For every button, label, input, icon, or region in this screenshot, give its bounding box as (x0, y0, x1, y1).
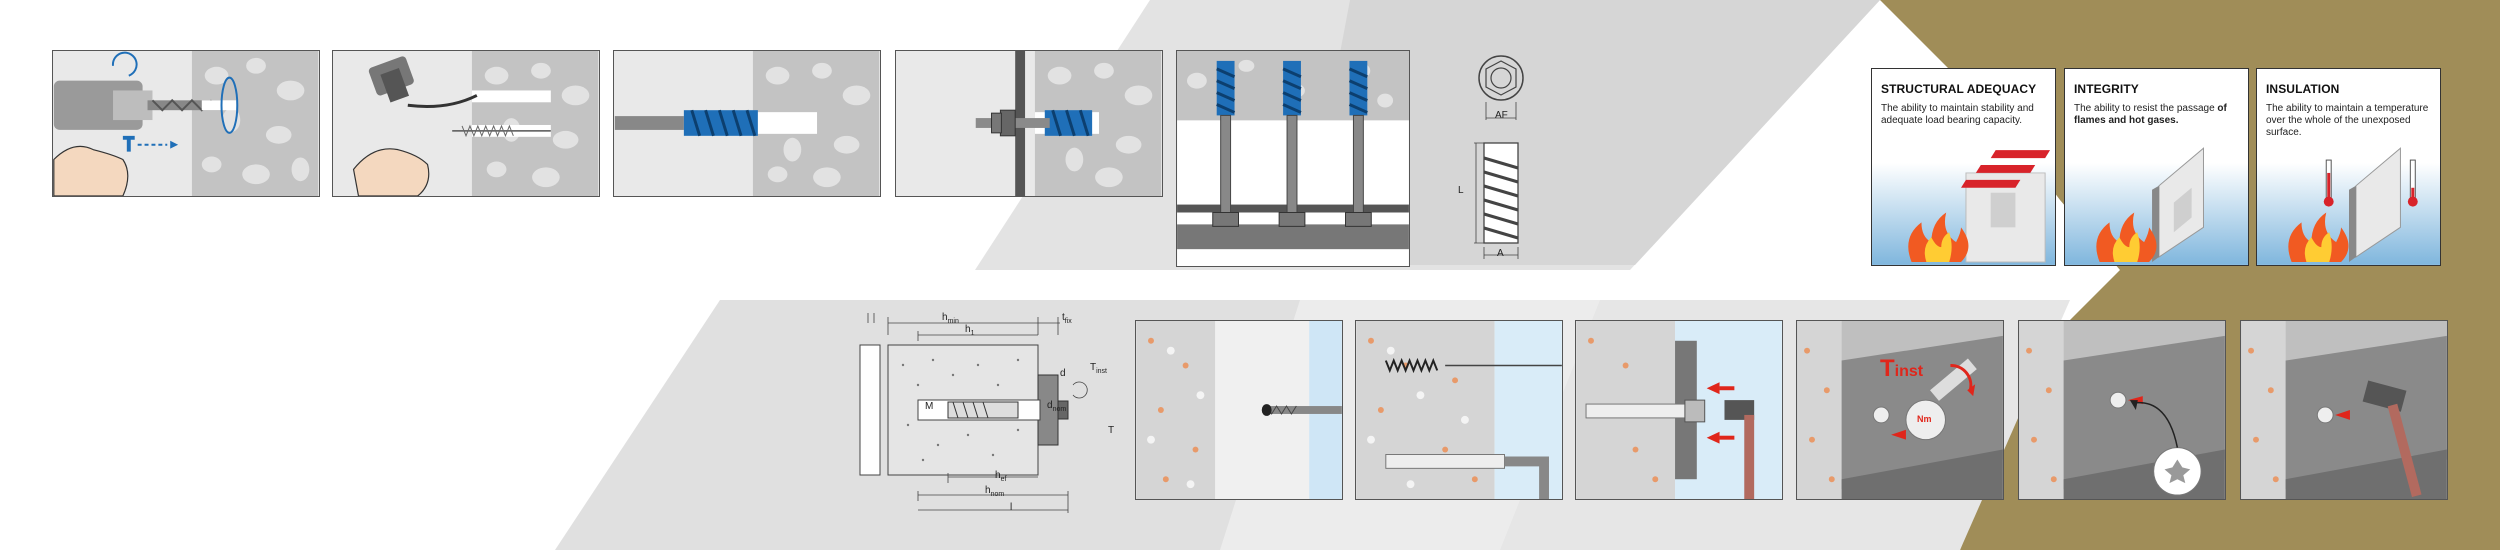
tinst-label: Tinst (1090, 362, 1108, 375)
l-length-label: l (1010, 502, 1013, 513)
step-b1-drill-panel (1135, 320, 1343, 500)
step-fix-bolt-panel (895, 50, 1163, 197)
insulation-title: INSULATION (2266, 82, 2340, 96)
t-label: T (1108, 425, 1115, 436)
a-label: A (1497, 248, 1504, 259)
nm-label: Nm (1917, 414, 1932, 424)
insulation-card: INSULATION The ability to maintain a tem… (2256, 68, 2441, 266)
step-three-anchors-panel (1176, 50, 1410, 267)
dnom-label: dnom (1047, 400, 1067, 413)
tfix-label: tfix (1062, 312, 1072, 325)
structural-adequacy-card: STRUCTURAL ADEQUACY The ability to maint… (1871, 68, 2056, 266)
d-label: d (1060, 368, 1066, 379)
insulation-description: The ability to maintain a temperature ov… (2266, 103, 2429, 138)
step-insert-anchor-panel (613, 50, 881, 197)
integrity-title: INTEGRITY (2074, 82, 2139, 96)
af-label: AF (1495, 110, 1508, 121)
anchor-dimension-drawing (1474, 55, 1524, 259)
l-label: L (1458, 185, 1464, 196)
structural-adequacy-description: The ability to maintain stability and ad… (1881, 103, 2034, 126)
hmin-label: hmin (942, 312, 959, 325)
step-b6-hammer-panel (2240, 320, 2448, 500)
step-b4-torque-panel (1796, 320, 2004, 500)
tinst-big-label: Tinst (1880, 355, 1924, 382)
step-b2-clean-panel (1355, 320, 1563, 500)
step-b5-check-panel (2018, 320, 2226, 500)
integrity-description: The ability to resist the passage of fla… (2074, 103, 2227, 126)
step-b3-insert-panel (1575, 320, 1783, 500)
hnom-label: hnom (985, 485, 1005, 498)
structural-adequacy-title: STRUCTURAL ADEQUACY (1881, 82, 2037, 96)
installation-dimension-drawing (859, 313, 1088, 513)
hef-label: hef (995, 470, 1007, 483)
step-drill-hole-panel (52, 50, 320, 197)
integrity-card: INTEGRITY The ability to resist the pass… (2064, 68, 2249, 266)
step-clean-hole-panel (332, 50, 600, 197)
h1-label: h1 (965, 324, 975, 337)
m-label: M (925, 401, 934, 412)
